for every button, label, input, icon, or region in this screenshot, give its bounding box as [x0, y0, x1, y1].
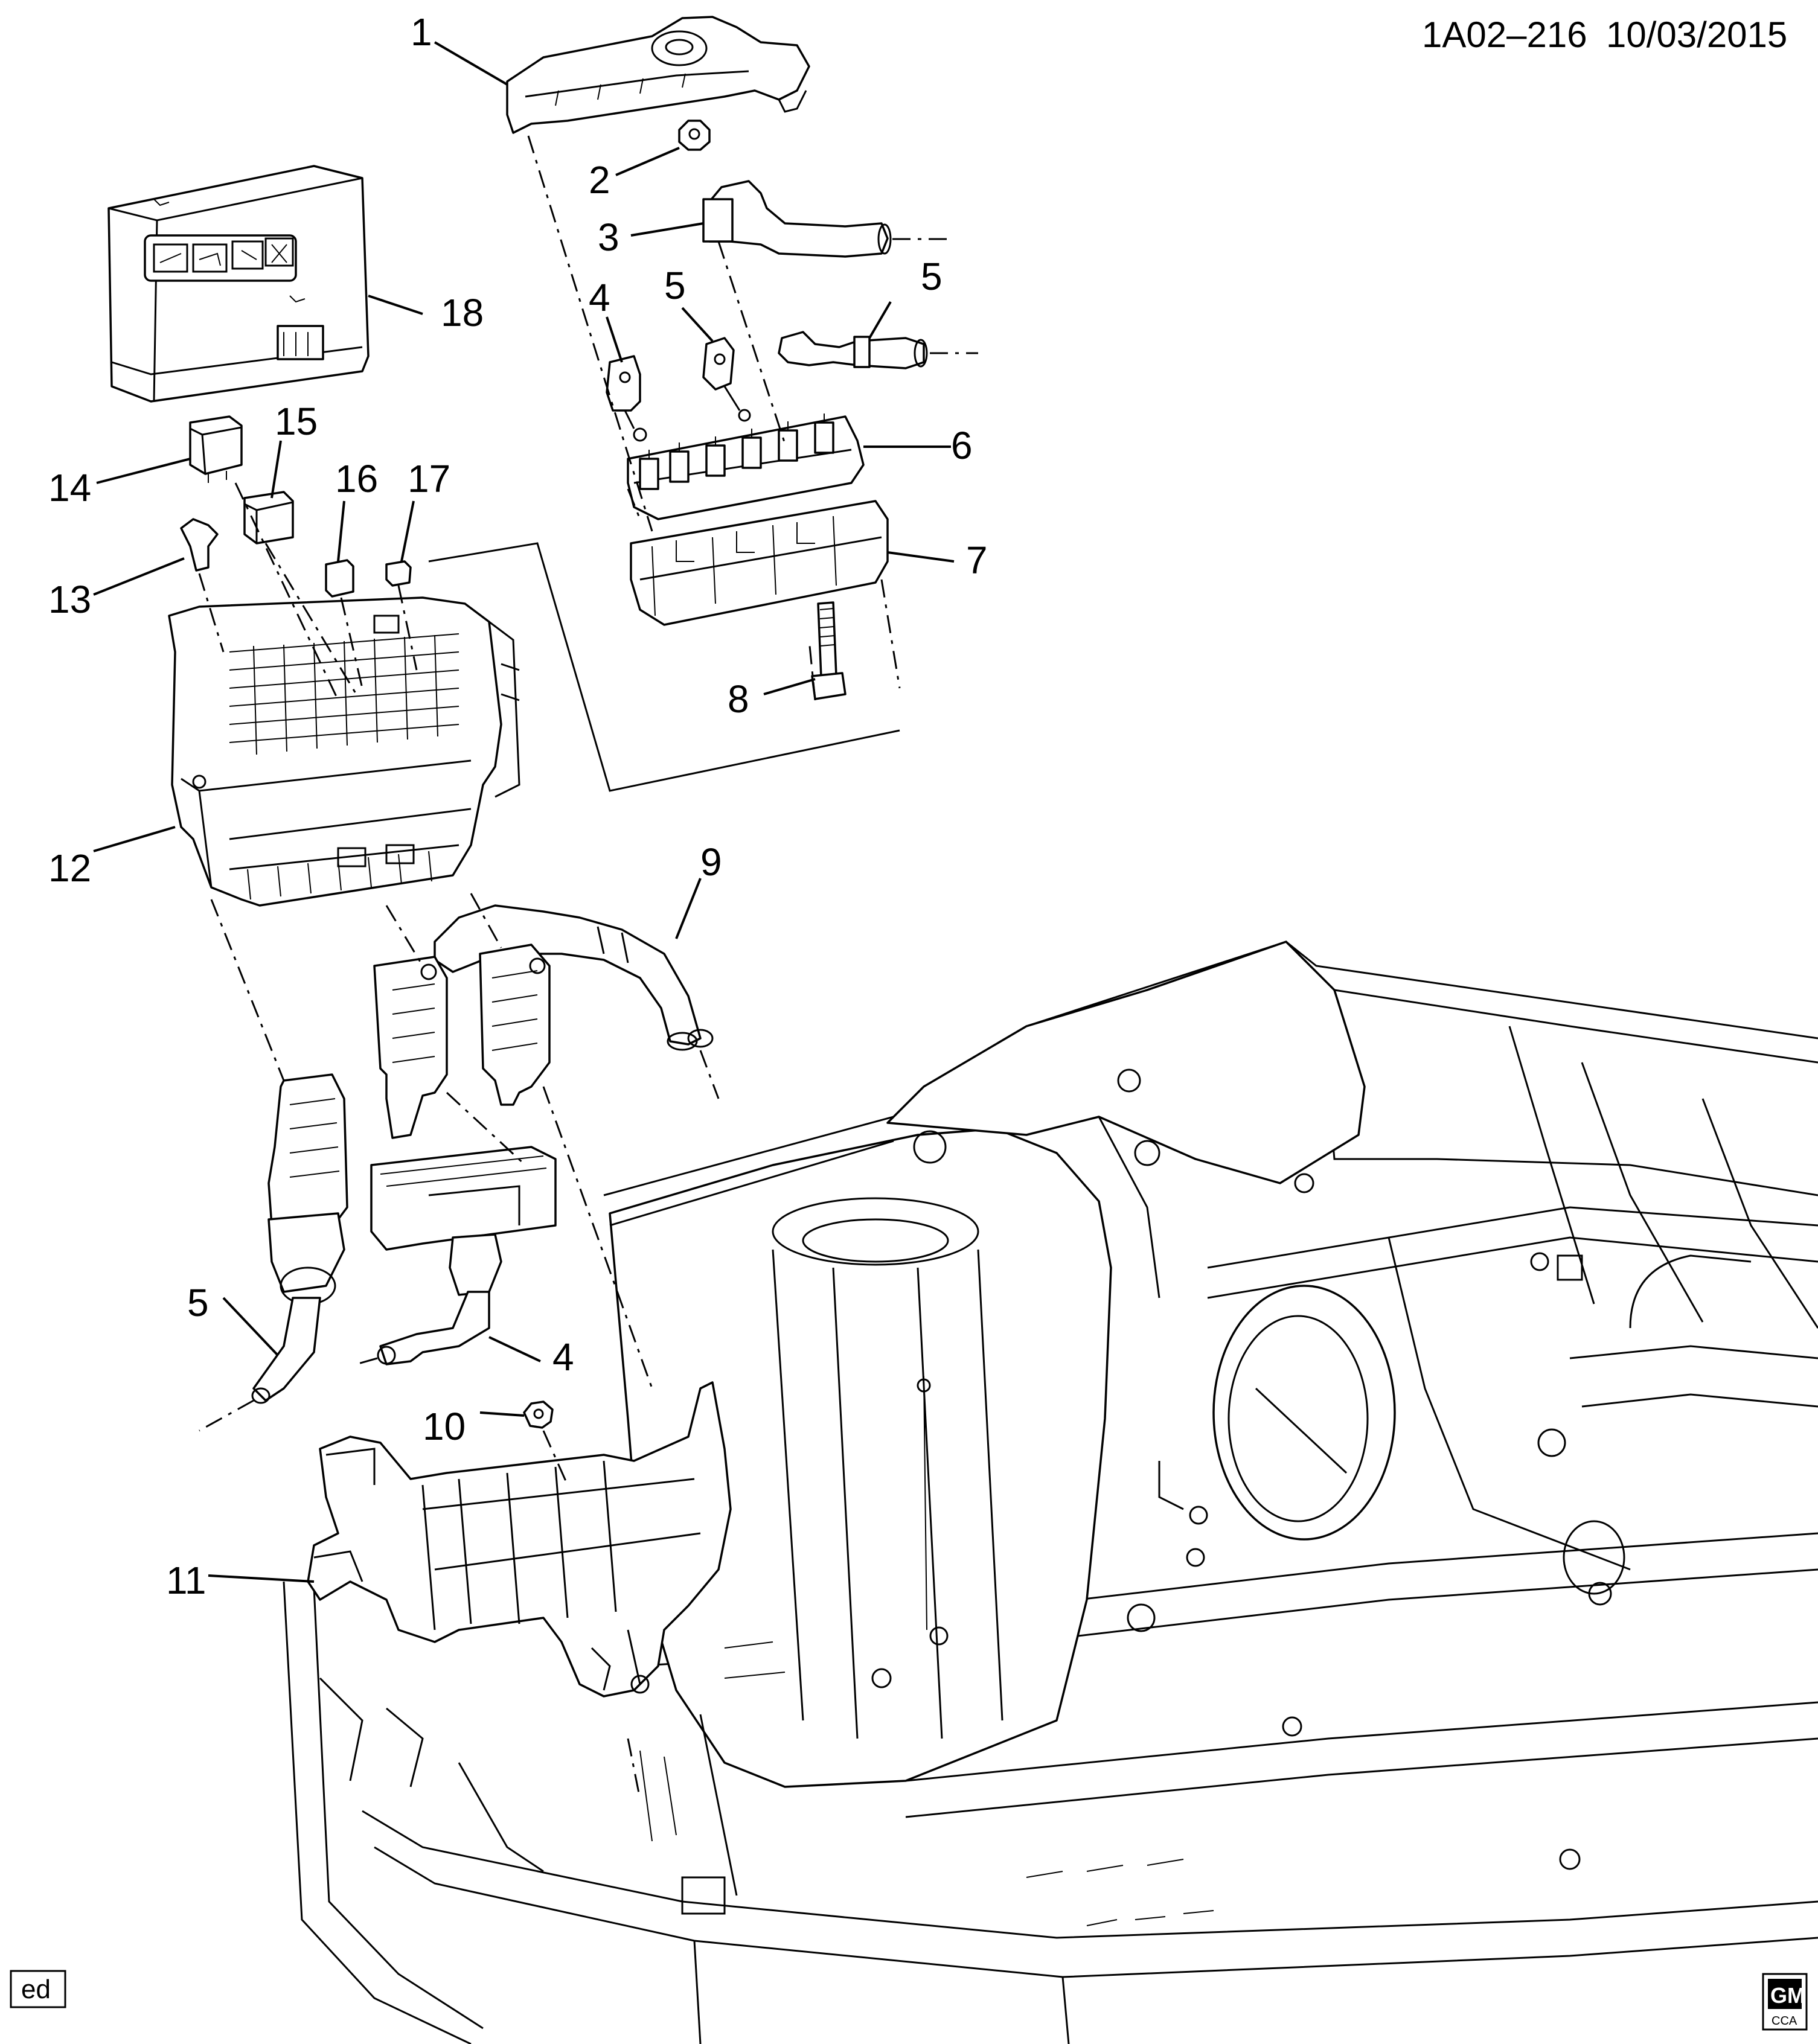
callout-1: 1: [411, 10, 432, 54]
callout-10: 10: [423, 1405, 466, 1448]
part-12-fuse-block: [168, 596, 520, 907]
part-2-nut: [678, 120, 711, 151]
callout-13: 13: [48, 578, 91, 621]
part-7-block-housing: [630, 500, 889, 626]
part-10-nut: [523, 1400, 554, 1429]
diagram-id: 1A02–216: [1422, 14, 1587, 55]
gm-logo: GM CCA: [1762, 1973, 1808, 2031]
callout-4-top: 4: [589, 276, 610, 319]
callout-18: 18: [441, 291, 484, 334]
footer-tag: ed: [21, 1975, 51, 2004]
callout-16: 16: [335, 457, 378, 500]
harness-connector-lower-center: [356, 1146, 557, 1365]
alignment-lines: [198, 135, 901, 1800]
part-16-fuse: [325, 559, 354, 598]
part-17-fuse: [385, 560, 412, 587]
part-4-terminal-top: [606, 355, 647, 442]
part-18-cover: [107, 165, 370, 403]
part-1-cover: [506, 16, 810, 134]
part-14-relay: [189, 415, 243, 483]
callout-12: 12: [48, 846, 91, 890]
callout-4-lower: 4: [552, 1335, 574, 1379]
callout-8: 8: [728, 677, 749, 721]
callout-5-lower: 5: [187, 1281, 209, 1324]
callout-leaders: [93, 41, 955, 1583]
callout-5-top-mid: 5: [664, 264, 686, 307]
callout-14: 14: [48, 466, 91, 509]
callout-6: 6: [951, 424, 973, 467]
part-5-cable-right: [778, 331, 978, 369]
part-5-terminal-mid: [702, 337, 751, 422]
callout-15: 15: [275, 400, 318, 443]
part-8-bolt: [811, 601, 847, 700]
callout-numbers: 1 2 3 4 5 5 6 7 8 9 10 11 12 13 14 15 16…: [48, 10, 988, 1602]
gm-logo-subtext: CCA: [1772, 2014, 1797, 2028]
part-6-terminal-block: [627, 414, 865, 520]
harness-connector-left: [373, 956, 448, 1139]
gm-logo-text: GM: [1770, 1983, 1805, 2008]
callout-7: 7: [966, 538, 988, 582]
footer-tag-box: ed: [10, 1970, 66, 2008]
part-11-bracket: [307, 1381, 732, 1697]
part-15-relay: [243, 491, 294, 545]
callout-9: 9: [700, 840, 722, 884]
diagram-date: 10/03/2015: [1606, 14, 1787, 55]
callout-11: 11: [166, 1559, 206, 1602]
harness-connector-lower-left: [199, 1073, 348, 1432]
callout-2: 2: [589, 158, 610, 202]
part-3-cable: [702, 180, 948, 258]
part-13-clip: [180, 518, 219, 572]
vehicle-body-structure: [283, 941, 1818, 2044]
callout-17: 17: [408, 457, 450, 500]
harness-connector-right: [479, 944, 551, 1106]
callout-5-top-right: 5: [921, 255, 943, 298]
callout-3: 3: [598, 216, 619, 259]
part-9-harness: [434, 904, 720, 1099]
